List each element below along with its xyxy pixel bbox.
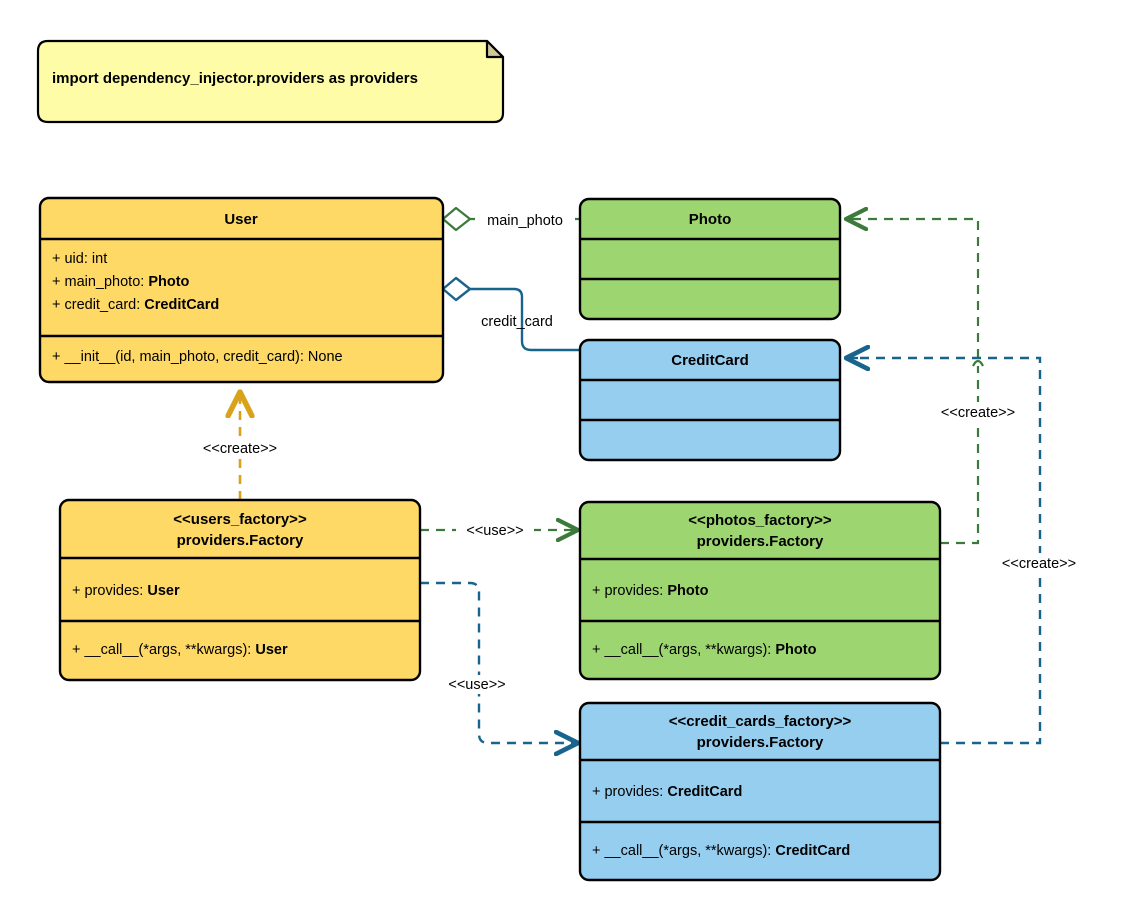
edge-users-factory-use-photos: <<use>> bbox=[420, 521, 578, 540]
class-name-photos-factory: providers.Factory bbox=[697, 533, 824, 550]
class-box-photos-factory[interactable]: <<photos_factory>> providers.Factory + p… bbox=[578, 500, 942, 681]
aggregation-diamond-credit-card bbox=[441, 276, 472, 302]
edge-label-create-user: <<create>> bbox=[203, 441, 277, 457]
edge-user-credit-card: credit_card bbox=[441, 276, 580, 352]
class-name-credit-card: CreditCard bbox=[671, 352, 749, 369]
class-box-user[interactable]: User + uid: int + main_photo: Photo + cr… bbox=[38, 196, 445, 384]
class-stereotype-photos-factory: <<photos_factory>> bbox=[688, 512, 832, 529]
attribute-row: + main_photo: Photo bbox=[52, 274, 190, 290]
attribute-row: + uid: int bbox=[52, 251, 107, 267]
class-box-credit-cards-factory[interactable]: <<credit_cards_factory>> providers.Facto… bbox=[578, 701, 942, 882]
class-box-users-factory-body bbox=[58, 498, 422, 682]
edge-line-create-photo bbox=[850, 217, 980, 545]
edge-line-credit-card bbox=[470, 287, 580, 352]
method-row: + __call__(*args, **kwargs): CreditCard bbox=[592, 843, 850, 859]
edge-user-main-photo: main_photo bbox=[441, 206, 580, 232]
attribute-row: + provides: Photo bbox=[592, 583, 709, 599]
attribute-row: + credit_card: CreditCard bbox=[52, 297, 219, 313]
note-body bbox=[36, 39, 505, 124]
aggregation-diamond-main-photo bbox=[441, 206, 472, 232]
edge-label-bg-use-photos bbox=[456, 521, 534, 540]
class-box-credit-card-body bbox=[578, 338, 842, 462]
edge-users-factory-use-credit-cards: <<use>> bbox=[420, 581, 578, 743]
class-name-user: User bbox=[224, 211, 258, 228]
edge-line-create-credit-card bbox=[850, 356, 1042, 745]
edge-label-bg-create-user bbox=[186, 438, 296, 458]
attribute-row: + provides: User bbox=[72, 583, 180, 599]
edge-label-create-photo: <<create>> bbox=[941, 405, 1015, 421]
edge-label-bg-create-photo bbox=[925, 402, 1030, 421]
note-text: import dependency_injector.providers as … bbox=[52, 70, 418, 87]
class-box-users-factory[interactable]: <<users_factory>> providers.Factory + pr… bbox=[58, 498, 422, 682]
class-box-photo[interactable]: Photo bbox=[578, 197, 842, 321]
class-stereotype-users-factory: <<users_factory>> bbox=[173, 511, 307, 528]
edge-credit-cards-factory-create-credit-card: <<create>> bbox=[846, 356, 1091, 745]
edge-label-bg-main-photo bbox=[475, 209, 575, 229]
note-fold-corner bbox=[485, 39, 505, 59]
edge-label-use-credit-cards: <<use>> bbox=[448, 677, 505, 693]
attribute-row: + provides: CreditCard bbox=[592, 784, 742, 800]
edge-label-main-photo: main_photo bbox=[487, 213, 563, 229]
line-hop-create-photo bbox=[972, 359, 984, 367]
class-box-photos-factory-body bbox=[578, 500, 942, 681]
edge-label-credit-card: credit_card bbox=[481, 314, 553, 330]
edge-photos-factory-create-photo: <<create>> bbox=[846, 217, 1030, 545]
method-row: + __call__(*args, **kwargs): User bbox=[72, 642, 288, 658]
method-row: + __init__(id, main_photo, credit_card):… bbox=[52, 349, 343, 365]
edge-line-use-credit-cards bbox=[420, 581, 578, 743]
class-name-users-factory: providers.Factory bbox=[177, 532, 304, 549]
class-box-photo-body bbox=[578, 197, 842, 321]
class-name-credit-cards-factory: providers.Factory bbox=[697, 734, 824, 751]
class-stereotype-credit-cards-factory: <<credit_cards_factory>> bbox=[669, 713, 852, 730]
edge-label-use-photos: <<use>> bbox=[466, 523, 523, 539]
edge-label-create-credit-card: <<create>> bbox=[1002, 556, 1076, 572]
class-box-credit-card[interactable]: CreditCard bbox=[578, 338, 842, 462]
edge-label-bg-create-credit-card bbox=[986, 553, 1091, 572]
note-import: import dependency_injector.providers as … bbox=[36, 39, 505, 124]
method-row: + __call__(*args, **kwargs): Photo bbox=[592, 642, 817, 658]
edge-label-bg-use-credit-cards bbox=[437, 675, 517, 694]
class-box-credit-cards-factory-body bbox=[578, 701, 942, 882]
edge-users-factory-create-user: <<create>> bbox=[186, 392, 296, 500]
class-name-photo: Photo bbox=[689, 211, 732, 228]
